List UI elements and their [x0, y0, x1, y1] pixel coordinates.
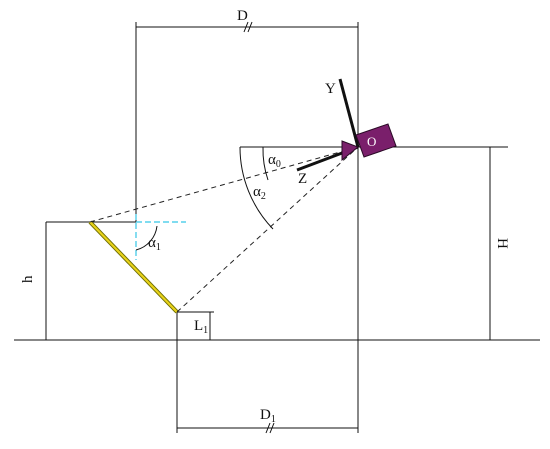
alpha2-label: α2	[253, 184, 266, 202]
camera-lens	[341, 140, 359, 162]
alpha1-arc	[135, 225, 158, 251]
mirror	[89, 221, 178, 313]
alpha0-label: α0	[268, 152, 281, 170]
alpha0-arc	[262, 146, 269, 181]
d-label: D	[237, 8, 248, 24]
l1-label: L1	[194, 318, 208, 336]
camera-icon	[341, 123, 397, 162]
alpha1-label: α1	[148, 235, 161, 253]
camera-body	[355, 123, 397, 158]
alpha2-arc	[239, 146, 274, 230]
h-label-small: h	[20, 275, 36, 283]
z-axis-label: Z	[298, 171, 307, 187]
h-label-big: H	[494, 238, 510, 249]
y-axis-line	[338, 78, 360, 148]
d1-break-mark	[265, 422, 275, 434]
d1-label: D1	[260, 407, 276, 425]
sight-line-bottom	[176, 146, 359, 313]
sight-line-top	[89, 146, 359, 223]
camera-origin-label: O	[367, 134, 376, 149]
y-axis-label: Y	[325, 81, 336, 97]
d-break-mark	[243, 21, 253, 33]
